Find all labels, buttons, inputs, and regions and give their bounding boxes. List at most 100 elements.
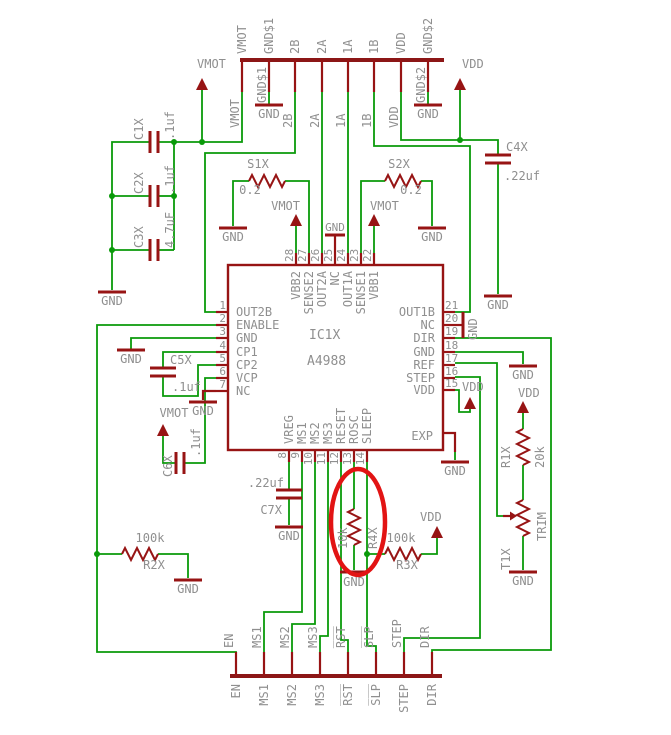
pin-number: 21 [445,299,458,312]
junction-dot [171,193,177,199]
pin-name-exp: EXP [411,429,433,443]
gnd-label: GND [466,318,480,340]
pin-number: 5 [219,352,226,365]
pin-name: OUT1B [399,305,435,319]
wire-cp1 [162,351,216,368]
pin-number: 10 [302,452,315,465]
junction-dot [109,193,115,199]
vdd-arrow-icon [431,526,443,538]
vdd-label: VDD [420,510,442,524]
wire-1b [373,92,471,313]
gnd-label: GND [222,230,244,244]
net-label: 2A [308,113,322,128]
pin-name: VCP [236,371,258,385]
vmot-label: VMOT [160,406,189,420]
capacitor-c3x: C3X 4.7uF [132,212,177,261]
resistor-r2x: 100k R2X [121,531,166,572]
pin-number: 26 [309,249,322,262]
header-pin-name: MS2 [285,684,299,706]
pin-name: NC [236,384,250,398]
pin-number: 7 [219,378,226,391]
net-label: 1A [334,113,348,128]
junction-dot [94,551,100,557]
pin-number: 1 [219,299,226,312]
header-pin-name: 1B [367,40,381,54]
pin-number: 4 [219,339,226,352]
vmot-arrow-icon [196,78,208,90]
pin-number: 8 [276,452,289,459]
pin-number: 28 [283,249,296,262]
wire-ms2 [291,462,316,656]
pin-name: MS2 [308,422,322,444]
wire-vdd-top [400,92,499,155]
cap-ref: C4X [506,140,528,154]
wire-vcp [184,377,216,464]
gnd-label: GND [192,404,214,418]
cap-value: 4.7uF [163,212,177,248]
supply-symbols: VMOT VDD VMOT VMOT VMOT VDD VDD VDD [157,57,540,538]
capacitor-c6x: C6X .1uf [161,428,203,477]
resistor-ref: R3X [396,558,418,572]
gnd-label: GND [417,107,439,121]
resistor-ref: R4X [366,527,380,549]
gnd-label: GND [177,582,199,596]
pin-number: 16 [445,365,458,378]
pin-name: STEP [406,371,435,385]
pin-name: NC [328,271,342,285]
vdd-label: VDD [462,57,484,71]
net-label: VDD [387,106,401,128]
resistor-value: 0.2 [400,183,422,197]
pin-number: 2 [219,312,226,325]
wire-s1x-left [232,180,249,226]
wire-2b [204,92,296,313]
header-pin-name: GND$2 [421,18,435,54]
wire-vmot-rail [158,92,243,143]
wire-s2x-right [421,180,433,226]
net-label: EN [222,634,236,648]
header-pin-name: GND$1 [262,18,276,54]
net-label: MS3 [306,626,320,648]
header-pin-name: STEP [397,684,411,713]
vmot-arrow-icon [290,214,302,226]
wire-ms1 [263,462,303,656]
resistor-r4x: 10k R4X [336,508,380,549]
resistor-value: 100k [387,531,417,545]
gnd-label: GND [101,294,123,308]
net-label: MS2 [278,626,292,648]
wire-pin18-gnd [455,351,524,364]
resistor-zigzag [248,172,286,190]
wire-c6x-vmot [162,436,176,464]
pin-name: OUT2A [315,270,329,307]
pin-name: OUT2B [236,305,272,319]
resistor-ref: S1X [247,157,269,171]
pin-name: GND [236,331,258,345]
net-label: DIR [418,626,432,648]
resistor-r1x: R1X 20k [499,428,547,468]
vdd-arrow-icon [454,78,466,90]
pin-number: 15 [445,377,458,390]
pin-name: RESET [334,408,348,444]
net-label: 2B [281,114,295,128]
pin-name: MS1 [295,422,309,444]
wire-step [403,376,481,656]
vmot-label: VMOT [271,199,300,213]
resistor-value: 100k [136,531,166,545]
wire-pin3-gnd [130,337,216,350]
pin-number: 24 [335,248,348,262]
wire-cp2 [162,364,216,397]
top-header-connector: VMOT GND$1 2B 2A 1A 1B VDD GND$2 VMOT GN… [228,18,444,128]
pin-number: 6 [219,365,226,378]
resistor-zigzag [384,172,422,190]
net-label: STEP [390,619,404,648]
cap-ref: C2X [132,172,146,194]
pin-name: CP2 [236,358,258,372]
wire-r3x-vdd [421,538,438,555]
header-pin-name: 2A [315,39,329,54]
resistor-zigzag [345,508,363,546]
pin-number: 12 [328,452,341,465]
gnd-label: GND [343,575,365,589]
resistor-zigzag [384,545,422,563]
vdd-arrow-icon [517,401,529,413]
